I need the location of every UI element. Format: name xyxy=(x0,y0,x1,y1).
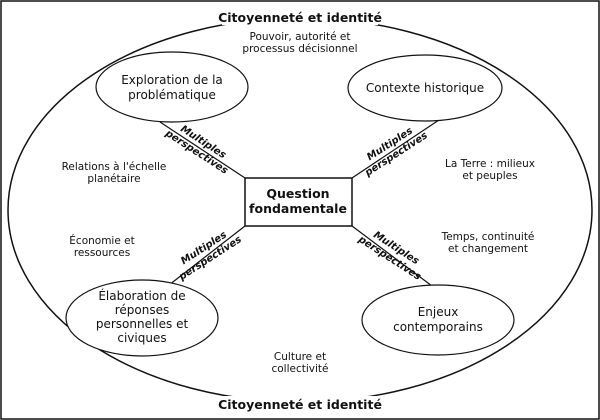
theme-terre-line-1: La Terre : milieux xyxy=(445,158,535,170)
connector-top-left xyxy=(159,121,246,179)
theme-terre-line-2: et peuples xyxy=(462,170,517,182)
box-exploration xyxy=(95,51,249,123)
box-elaboration-line-4: civiques xyxy=(117,331,166,345)
title-top: Citoyenneté et identité xyxy=(218,10,382,25)
theme-relations-line-1: Relations à l'échelle xyxy=(62,161,167,173)
theme-relations-line-2: planétaire xyxy=(87,173,140,185)
theme-pouvoir-line-1: Pouvoir, autorité et xyxy=(250,31,351,43)
title-bottom: Citoyenneté et identité xyxy=(218,397,382,412)
connector-bottom-left xyxy=(159,225,246,293)
title-top-bg xyxy=(222,9,378,25)
theme-pouvoir-line-2: processus décisionnel xyxy=(242,43,357,55)
theme-temps-line-2: et changement xyxy=(448,243,528,255)
theme-culture-line-2: collectivité xyxy=(271,363,328,375)
center-line-2: fondamentale xyxy=(249,201,347,216)
center-box xyxy=(244,177,353,227)
center-line-1: Question xyxy=(266,186,329,201)
theme-culture-line-1: Culture et xyxy=(274,351,326,363)
theme-temps-line-1: Temps, continuité xyxy=(441,231,535,243)
box-elaboration xyxy=(65,279,219,357)
connector-top-right xyxy=(351,117,443,179)
box-elaboration-line-2: réponses xyxy=(115,303,170,317)
box-enjeux xyxy=(361,284,515,356)
title-bottom-bg xyxy=(222,396,378,412)
box-contexte-line-1: Contexte historique xyxy=(366,81,484,95)
theme-economie-line-1: Économie et xyxy=(69,234,134,247)
box-elaboration-line-3: personnelles et xyxy=(96,317,189,331)
box-exploration-line-1: Exploration de la xyxy=(121,73,223,87)
box-exploration-line-2: problématique xyxy=(128,88,216,102)
box-enjeux-line-1: Enjeux xyxy=(418,305,459,319)
theme-economie-line-2: ressources xyxy=(74,247,130,259)
box-enjeux-line-2: contemporains xyxy=(393,320,483,334)
box-contexte xyxy=(347,54,503,122)
connector-bottom-right xyxy=(351,225,441,293)
box-elaboration-line-1: Élaboration de xyxy=(98,288,185,303)
